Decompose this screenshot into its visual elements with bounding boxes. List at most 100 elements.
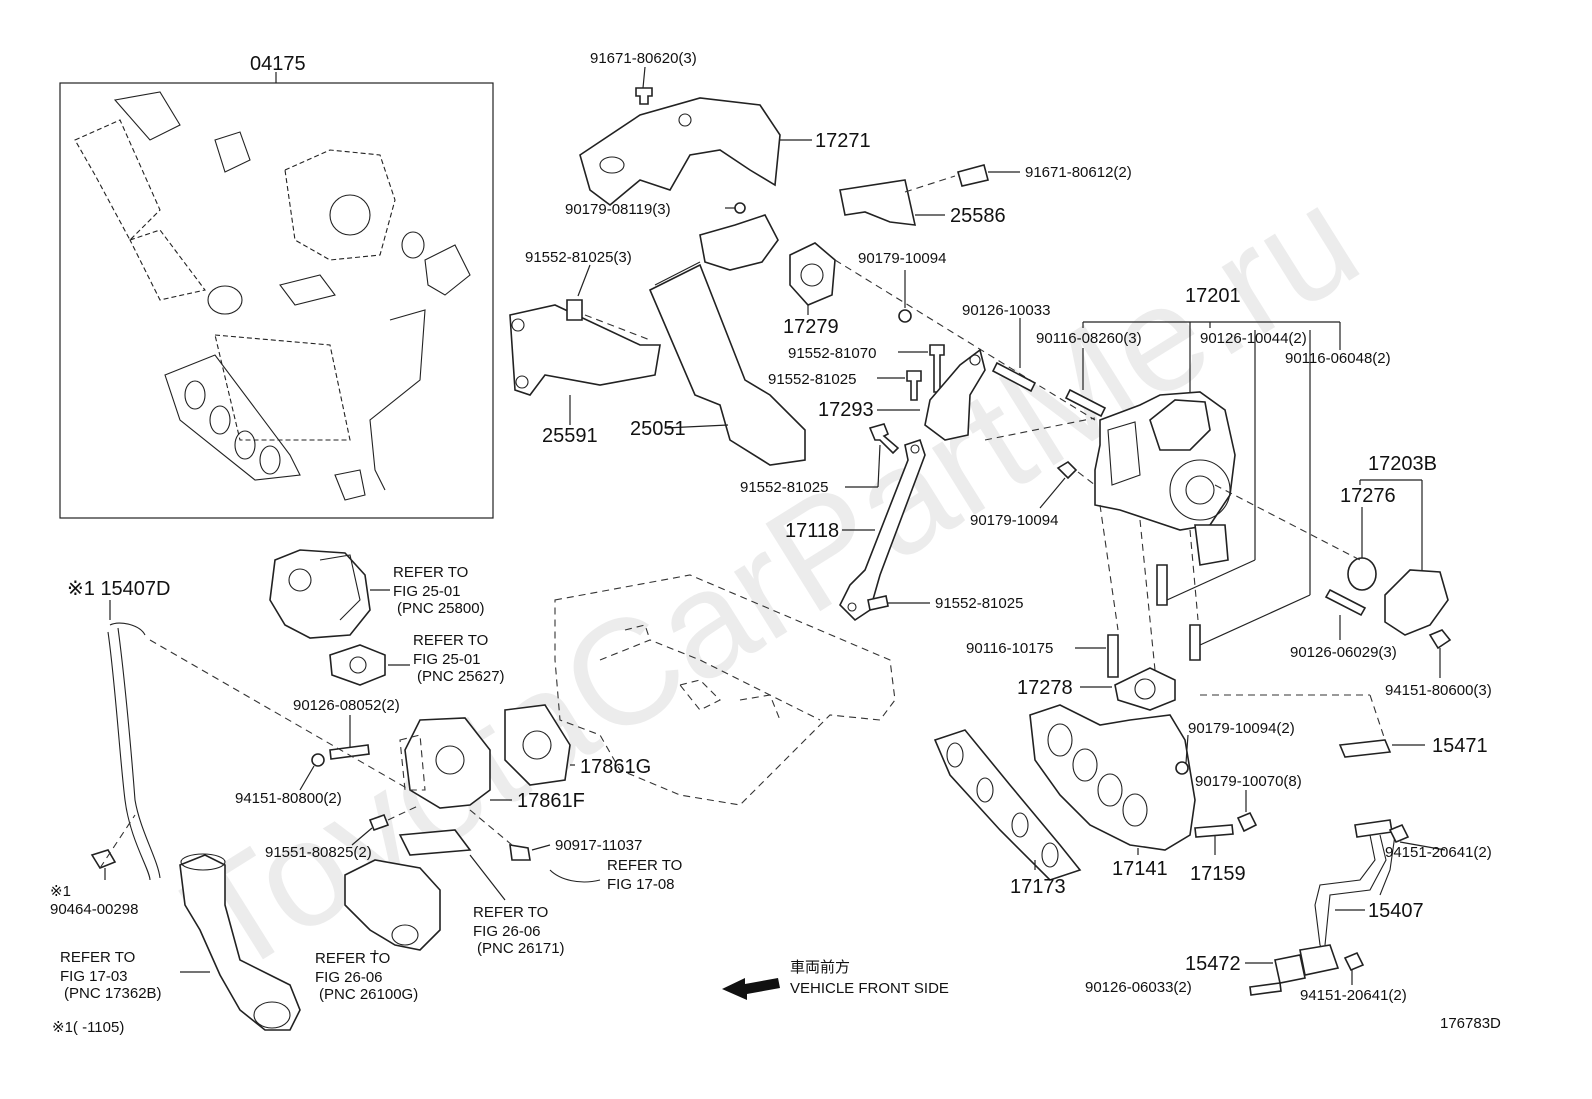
label-refer2-line1[interactable]: REFER TO	[413, 632, 488, 649]
label-refer3-line2[interactable]: FIG 17-08	[607, 876, 675, 893]
label-90464-00298-line1[interactable]: ※1	[50, 883, 71, 900]
bracket-17293	[924, 348, 986, 441]
label-refer2-line2[interactable]: FIG 25-01	[413, 651, 481, 668]
label-refer6-line1[interactable]: REFER TO	[315, 950, 390, 967]
label-17203B[interactable]: 17203B	[1368, 453, 1437, 475]
label-25591[interactable]: 25591	[542, 425, 598, 447]
label-refer5-line3[interactable]: (PNC 17362B)	[64, 985, 162, 1002]
egr-valve-ref	[269, 549, 371, 639]
label-25051[interactable]: 25051	[630, 418, 686, 440]
label-17279[interactable]: 17279	[783, 316, 839, 338]
label-94151-20641-a[interactable]: 94151-20641(2)	[1385, 844, 1492, 861]
bracket-25586	[839, 179, 917, 226]
bracket-25591	[509, 304, 661, 396]
nut-94151-20641-a	[1388, 823, 1410, 844]
label-17293[interactable]: 17293	[818, 399, 874, 421]
clamp-90464-00298	[90, 849, 117, 869]
label-refer4-line3[interactable]: (PNC 26171)	[477, 940, 565, 957]
hose-15407D	[107, 622, 161, 881]
bolt-91552-81025-b	[906, 370, 922, 401]
label-91552-81070[interactable]: 91552-81070	[788, 345, 876, 362]
label-refer3-line1[interactable]: REFER TO	[607, 857, 682, 874]
label-94151-20641-b[interactable]: 94151-20641(2)	[1300, 987, 1407, 1004]
nut-94151-20641-b	[1343, 951, 1365, 972]
stud-90116-08260	[1064, 388, 1107, 418]
label-90126-06033[interactable]: 90126-06033(2)	[1085, 979, 1192, 996]
label-91671-80620[interactable]: 91671-80620(3)	[590, 50, 697, 67]
label-15471[interactable]: 15471	[1432, 735, 1488, 757]
label-90116-10175[interactable]: 90116-10175	[966, 640, 1053, 657]
nut-94151-80600	[1428, 629, 1452, 650]
gasket-17173	[933, 729, 1082, 881]
label-91551-80825[interactable]: 91551-80825(2)	[265, 844, 372, 861]
label-refer5-line2[interactable]: FIG 17-03	[60, 968, 128, 985]
label-15407[interactable]: 15407	[1368, 900, 1424, 922]
label-17861F[interactable]: 17861F	[517, 790, 585, 812]
label-refer6-line2[interactable]: FIG 26-06	[315, 969, 383, 986]
gasket-17279	[789, 242, 836, 306]
bolt-91552-81025-c	[868, 423, 900, 455]
stud-90116-06048	[1189, 624, 1201, 661]
label-refer6-line3[interactable]: (PNC 26100G)	[319, 986, 418, 1003]
label-refer2-line3[interactable]: (PNC 25627)	[417, 668, 505, 685]
stud-17159	[1194, 824, 1234, 838]
label-91552-81025-d[interactable]: 91552-81025	[935, 595, 1023, 612]
nut-90179-08119	[734, 202, 746, 214]
gasket-15471	[1338, 739, 1392, 758]
footnote: ※1( -1105)	[52, 1019, 124, 1036]
nut-90179-10094-a	[898, 309, 912, 323]
label-17861G[interactable]: 17861G	[580, 756, 651, 778]
label-90116-08260[interactable]: 90116-08260(3)	[1036, 330, 1142, 347]
exhaust-manifold-17141	[1029, 704, 1196, 851]
label-17278[interactable]: 17278	[1017, 677, 1073, 699]
label-17141[interactable]: 17141	[1112, 858, 1168, 880]
label-90179-10094-a[interactable]: 90179-10094	[858, 250, 946, 267]
label-90126-08052[interactable]: 90126-08052(2)	[293, 697, 400, 714]
front-note-en: VEHICLE FRONT SIDE	[790, 980, 949, 997]
label-refer1-line2[interactable]: FIG 25-01	[393, 583, 461, 600]
label-90179-10094-b[interactable]: 90179-10094	[970, 512, 1058, 529]
label-91552-81025-b[interactable]: 91552-81025	[768, 371, 856, 388]
label-90126-10044[interactable]: 90126-10044(2)	[1200, 330, 1307, 347]
cylinder-head-outline	[554, 574, 896, 806]
label-94151-80800[interactable]: 94151-80800(2)	[235, 790, 342, 807]
sensor-90917-11037	[509, 844, 531, 861]
catalytic-converter-25051	[648, 214, 806, 466]
label-90917-11037[interactable]: 90917-11037	[555, 837, 642, 854]
label-25586[interactable]: 25586	[950, 205, 1006, 227]
label-90179-10094-c[interactable]: 90179-10094(2)	[1188, 720, 1295, 737]
label-90464-00298-line2[interactable]: 90464-00298	[50, 901, 138, 918]
label-17118[interactable]: 17118	[785, 520, 839, 542]
flange-15407	[1299, 944, 1340, 976]
label-90126-10033[interactable]: 90126-10033	[962, 302, 1050, 319]
gasket-17276	[1347, 557, 1377, 591]
stud-90126-10044	[1156, 564, 1168, 606]
label-refer1-line3[interactable]: (PNC 25800)	[397, 600, 485, 617]
label-refer4-line2[interactable]: FIG 26-06	[473, 923, 541, 940]
label-17159[interactable]: 17159	[1190, 863, 1246, 885]
label-refer4-line1[interactable]: REFER TO	[473, 904, 548, 921]
stud-90126-08052	[329, 744, 370, 760]
gasket-15472	[1274, 954, 1306, 984]
oil-pipe-15407	[1314, 819, 1396, 956]
nut-90179-10094-b	[1056, 460, 1078, 480]
label-refer1-line1[interactable]: REFER TO	[393, 564, 468, 581]
kit-manifold	[164, 334, 351, 481]
label-90179-10070[interactable]: 90179-10070(8)	[1195, 773, 1302, 790]
label-94151-80600[interactable]: 94151-80600(3)	[1385, 682, 1492, 699]
label-15472[interactable]: 15472	[1185, 953, 1241, 975]
label-04175[interactable]: 04175	[250, 53, 306, 75]
label-17173[interactable]: 17173	[1010, 876, 1066, 898]
label-90116-06048[interactable]: 90116-06048(2)	[1285, 350, 1391, 367]
label-90179-08119[interactable]: 90179-08119(3)	[565, 201, 671, 218]
label-91671-80612[interactable]: 91671-80612(2)	[1025, 164, 1132, 181]
label-17271[interactable]: 17271	[815, 130, 871, 152]
label-15407D[interactable]: ※1 15407D	[67, 578, 171, 600]
label-17201[interactable]: 17201	[1185, 285, 1241, 307]
label-91552-81025-3[interactable]: 91552-81025(3)	[525, 249, 632, 266]
label-refer5-line1[interactable]: REFER TO	[60, 949, 135, 966]
label-17276[interactable]: 17276	[1340, 485, 1396, 507]
label-90126-06029[interactable]: 90126-06029(3)	[1290, 644, 1397, 661]
stud-90126-06033	[1249, 982, 1282, 996]
label-91552-81025-c[interactable]: 91552-81025	[740, 479, 828, 496]
